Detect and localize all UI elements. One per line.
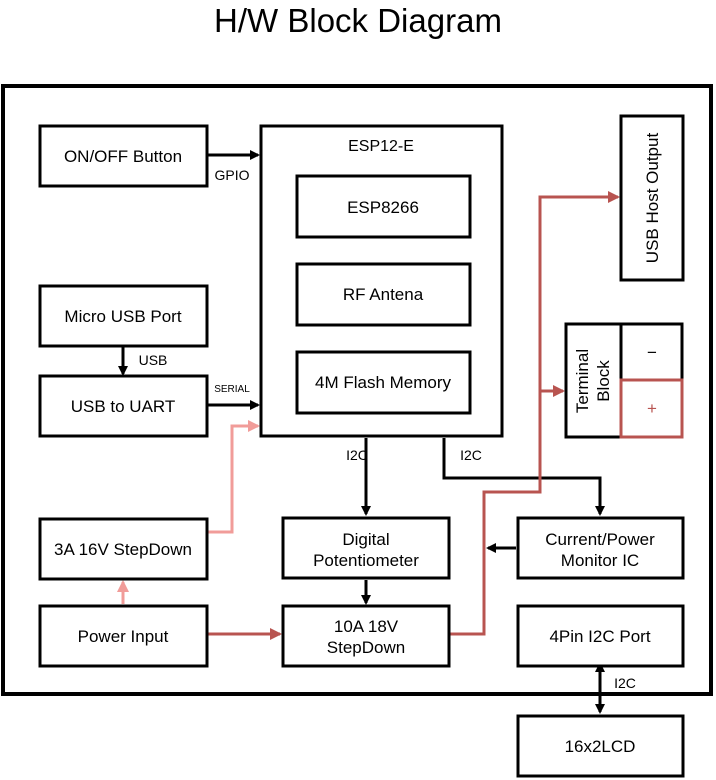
terminal-line2: Block [594,360,613,402]
power-10a-to-usb-host-line [448,191,620,636]
serial-label: SERIAL [214,384,250,395]
esp8266-label: ESP8266 [347,198,419,217]
terminal-plus-cell [619,378,684,439]
terminal-line1: Terminal [573,349,592,413]
rf-antenna-block [295,262,472,327]
lcd-label: 16x2LCD [565,737,636,756]
digital-potentiometer-block: Digital Potentiometer [281,516,451,580]
i2c-lcd-label: I2C [614,675,636,691]
i2c-esp-to-monitor-line [442,438,605,516]
current-monitor-block: Current/Power Monitor IC [516,516,685,580]
usb-label: USB [139,352,168,368]
micro-usb-port-block: Micro USB Port [38,284,209,348]
digital-pot-line2: Potentiometer [313,551,419,570]
i2c-port-block: 4Pin I2C Port [516,604,685,668]
esp12e-label: ESP12-E [348,138,414,155]
power-3a-to-esp-line [207,420,260,534]
terminal-block: Terminal Block − + [564,322,684,439]
stepdown-10a-line2: StepDown [327,638,405,657]
esp12e-block: ESP12-E ESP8266 RF Antena 4M Flash Memor… [259,124,504,438]
esp8266-block [295,174,472,239]
lcd-block: 16x2LCD [516,714,685,778]
stepdown-10a-line1: 10A 18V [334,617,399,636]
usb-to-uart-block: USB to UART [38,374,209,438]
diagram-title: H/W Block Diagram [214,2,502,39]
micro-usb-port-label: Micro USB Port [64,307,181,326]
flash-memory-block [295,350,472,415]
usb-to-uart-label: USB to UART [71,397,176,416]
current-monitor-line2: Monitor IC [561,551,639,570]
i2c-port-label: 4Pin I2C Port [549,627,650,646]
terminal-plus-label: + [647,399,657,418]
i2c-right-label: I2C [460,447,482,463]
gpio-label: GPIO [214,167,249,183]
flash-memory-label: 4M Flash Memory [315,373,452,392]
power-input-label: Power Input [78,627,169,646]
current-monitor-line1: Current/Power [545,530,655,549]
terminal-minus-label: − [647,343,657,362]
i2c-left-label: I2C [346,447,368,463]
enclosure-frame [1,84,713,696]
rf-antenna-label: RF Antena [343,285,424,304]
usb-host-output-label: USB Host Output [643,133,662,264]
usb-host-output-block: USB Host Output [619,114,685,282]
power-input-block: Power Input [38,604,209,668]
stepdown-10a-block: 10A 18V StepDown [281,604,451,668]
onoff-button-label: ON/OFF Button [64,147,182,166]
onoff-button-block: ON/OFF Button [38,124,209,188]
digital-pot-line1: Digital [342,530,389,549]
stepdown-3a-label: 3A 16V StepDown [54,540,192,559]
stepdown-3a-block: 3A 16V StepDown [38,517,209,581]
